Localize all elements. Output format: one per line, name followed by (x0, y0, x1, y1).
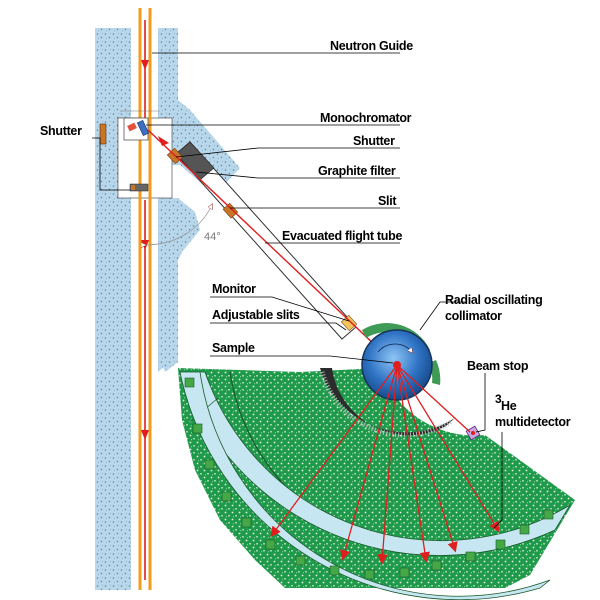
label-sample: Sample (212, 341, 255, 355)
label-detector-sup: 3 (495, 392, 502, 406)
label-flight-tube: Evacuated flight tube (282, 229, 402, 243)
label-beam-stop: Beam stop (467, 359, 529, 373)
monochromator (120, 110, 160, 141)
label-monitor: Monitor (212, 282, 256, 296)
neutron-guide (138, 8, 152, 590)
angle-label: 44° (204, 231, 221, 243)
detector-cells (184, 377, 554, 580)
labels: Neutron Guide Monochromator Shutter Grap… (40, 39, 571, 429)
scattered-beams (270, 364, 500, 565)
label-detector-line2: multidetector (495, 415, 571, 429)
angle-indicator: 44° (145, 205, 221, 245)
label-graphite-filter: Graphite filter (318, 164, 396, 178)
beam-arrow-icon (141, 60, 149, 70)
label-detector-line1: He (501, 399, 517, 413)
label-shutter-left: Shutter (40, 124, 82, 138)
beam-arrow-icon (158, 136, 169, 146)
label-neutron-guide: Neutron Guide (330, 39, 413, 53)
label-collimator-line2: collimator (445, 309, 502, 323)
label-monochromator: Monochromator (320, 111, 412, 125)
left-shutter (99, 123, 149, 192)
leader-lines (92, 52, 503, 529)
label-adjustable-slits: Adjustable slits (212, 308, 300, 322)
label-slit: Slit (378, 194, 397, 208)
beam-stop (465, 425, 481, 441)
flight-tube (147, 129, 397, 366)
beam-arrow-icon (141, 430, 149, 440)
label-shutter-right: Shutter (353, 134, 395, 148)
label-collimator-line1: Radial oscillating (445, 293, 542, 307)
